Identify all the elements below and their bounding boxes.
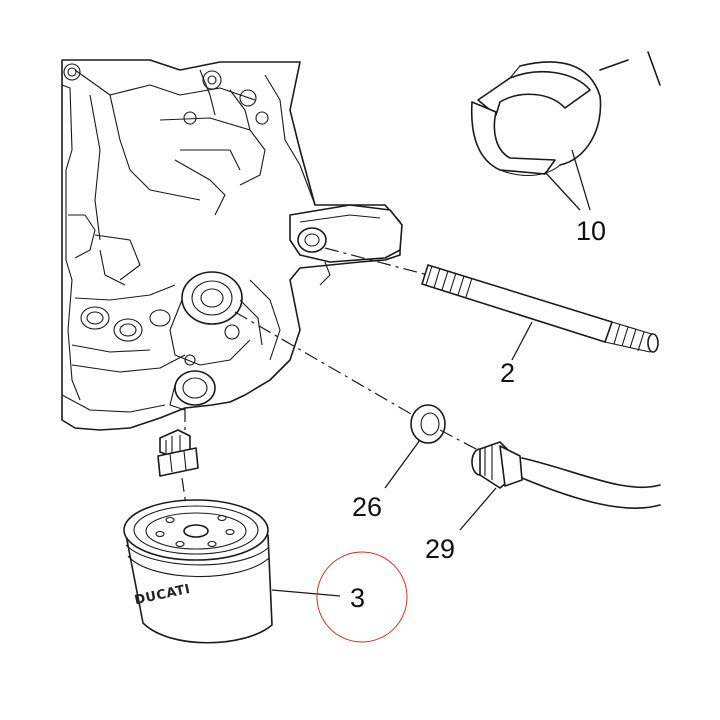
filter-nipple bbox=[157, 429, 199, 477]
callout-10: 10 bbox=[576, 216, 606, 246]
sealing-washer bbox=[410, 404, 446, 444]
axis-line-stud bbox=[324, 247, 429, 276]
oil-pressure-sensor bbox=[471, 441, 661, 509]
engine-crankcase bbox=[61, 59, 403, 431]
leader-2 bbox=[511, 321, 533, 361]
leader-10a bbox=[571, 149, 591, 211]
leader-26 bbox=[384, 439, 421, 489]
callout-26: 26 bbox=[352, 492, 382, 522]
callout-2: 2 bbox=[500, 358, 515, 388]
oil-filter: DUCATI bbox=[123, 499, 273, 644]
leader-29 bbox=[459, 487, 497, 531]
leader-10b bbox=[544, 171, 581, 211]
highlight-circle bbox=[316, 551, 408, 643]
axis-line-sensor bbox=[439, 429, 479, 451]
axis-line-washer bbox=[234, 311, 419, 419]
stud-bolt bbox=[421, 264, 659, 353]
bearing-shells bbox=[470, 51, 661, 177]
axis-line-filter bbox=[181, 477, 187, 506]
callout-29: 29 bbox=[425, 534, 455, 564]
callout-3: 3 bbox=[350, 583, 365, 613]
leader-3 bbox=[271, 589, 341, 597]
